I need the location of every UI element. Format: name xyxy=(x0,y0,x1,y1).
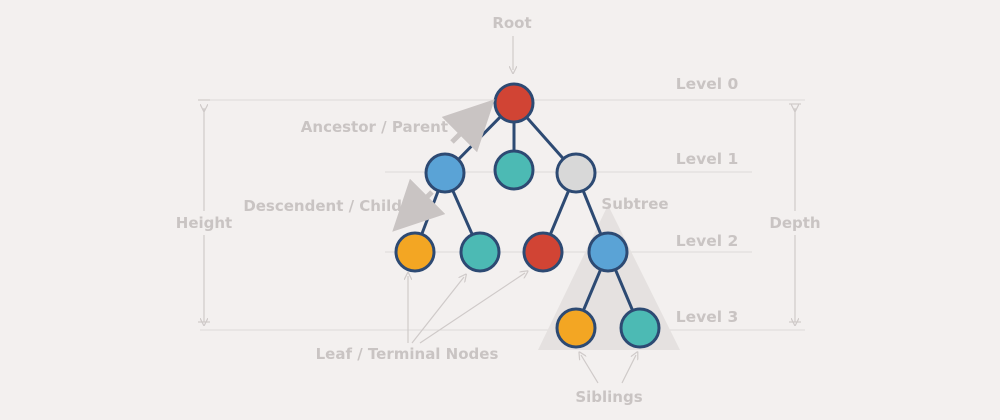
ancestor-arrow xyxy=(441,99,495,153)
root-node xyxy=(493,82,535,124)
depth-label: Depth xyxy=(769,214,820,232)
descendent-arrow xyxy=(392,178,446,232)
root-label: Root xyxy=(492,14,531,32)
subtree-root-node xyxy=(587,231,629,273)
depth-measure xyxy=(760,103,830,322)
height-measure xyxy=(168,99,240,322)
leaf-node-teal xyxy=(459,231,501,273)
height-label: Height xyxy=(176,214,232,232)
level-1-node-right xyxy=(555,152,597,194)
leaf-label: Leaf / Terminal Nodes xyxy=(316,345,499,363)
level-1-node-middle xyxy=(493,149,535,191)
tree-nodes xyxy=(394,82,661,349)
level-2-label: Level 2 xyxy=(676,232,739,250)
level-3-label: Level 3 xyxy=(676,308,739,326)
sibling-node-teal xyxy=(619,307,661,349)
leaf-pointers xyxy=(408,273,525,344)
level-0-label: Level 0 xyxy=(676,75,739,93)
descendent-label: Descendent / Child xyxy=(243,197,402,215)
leaf-node-red xyxy=(522,231,564,273)
subtree-label: Subtree xyxy=(601,195,668,213)
sibling-node-orange xyxy=(555,307,597,349)
level-1-node-left xyxy=(424,152,466,194)
sibling-pointers xyxy=(581,355,636,384)
level-1-label: Level 1 xyxy=(676,150,739,168)
ancestor-label: Ancestor / Parent xyxy=(301,118,448,136)
siblings-label: Siblings xyxy=(575,388,642,406)
leaf-node-orange xyxy=(394,231,436,273)
